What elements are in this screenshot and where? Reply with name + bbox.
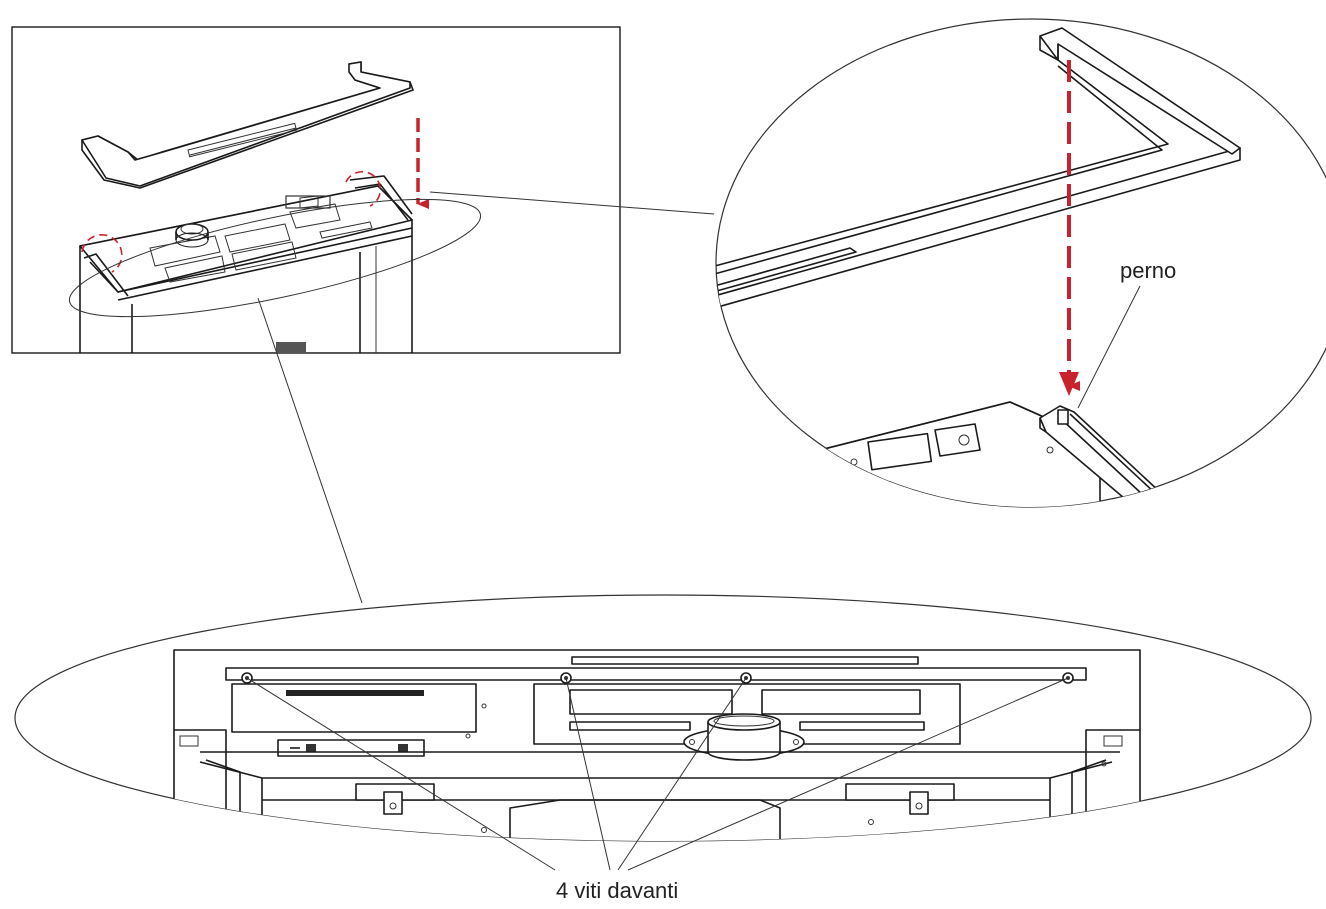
- pin-part: [1057, 409, 1069, 425]
- stove-body: [79, 175, 413, 353]
- front-screws-label: 4 viti davanti: [556, 878, 678, 903]
- pin-leader-line: [1077, 285, 1141, 409]
- screw-leader-lines: [246, 677, 1069, 871]
- zoom-highlight-ellipse: [68, 198, 482, 318]
- connector-to-bottom-zoom: [257, 297, 363, 604]
- pin-detail-zoom: perno: [715, 18, 1326, 508]
- pin-label: perno: [1120, 258, 1176, 283]
- pin-marker-right: [345, 170, 382, 207]
- overview-panel: [11, 26, 621, 354]
- top-cover-part: [81, 61, 414, 189]
- front-screws-zoom: 4 viti davanti: [14, 594, 1312, 903]
- connector-to-circle-zoom: [429, 191, 715, 215]
- pin-marker-left: [81, 234, 123, 273]
